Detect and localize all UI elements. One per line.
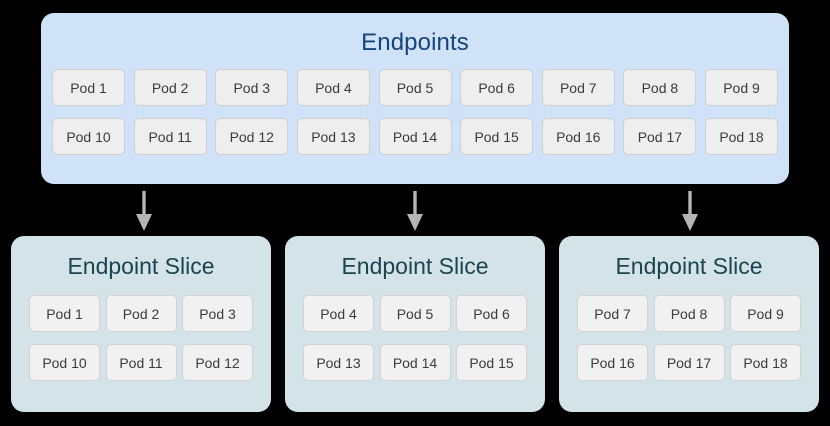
pod-chip[interactable]: Pod 10 [29, 344, 100, 381]
endpoint-slice-title: Endpoint Slice [67, 253, 215, 279]
pod-chip[interactable]: Pod 8 [623, 69, 697, 106]
endpoints-pod-row: Pod 10 Pod 11 Pod 12 Pod 13 Pod 14 Pod 1… [52, 118, 778, 155]
pod-chip[interactable]: Pod 12 [215, 118, 289, 155]
pod-chip[interactable]: Pod 17 [653, 344, 725, 381]
endpoint-slice-panel-1: Endpoint Slice Pod 1 Pod 2 Pod 3 Pod 10 … [11, 236, 271, 412]
endpoint-slices-container: Endpoint Slice Pod 1 Pod 2 Pod 3 Pod 10 … [11, 236, 819, 412]
pod-chip[interactable]: Pod 1 [52, 69, 125, 106]
pod-chip[interactable]: Pod 14 [379, 344, 451, 381]
endpoints-pod-grid: Pod 1 Pod 2 Pod 3 Pod 4 Pod 5 Pod 6 Pod … [41, 69, 789, 155]
pod-chip[interactable]: Pod 8 [653, 295, 725, 332]
pod-chip[interactable]: Pod 3 [182, 295, 253, 332]
pod-chip[interactable]: Pod 5 [379, 295, 451, 332]
endpoints-pod-row: Pod 1 Pod 2 Pod 3 Pod 4 Pod 5 Pod 6 Pod … [52, 69, 778, 106]
endpoint-slice-pod-grid: Pod 4 Pod 5 Pod 6 Pod 13 Pod 14 Pod 15 [303, 295, 527, 381]
arrow-down-icon [136, 191, 152, 231]
arrow-down-icon [407, 191, 423, 231]
pod-chip[interactable]: Pod 11 [105, 344, 177, 381]
pod-chip[interactable]: Pod 1 [29, 295, 100, 332]
endpoint-slice-panel-2: Endpoint Slice Pod 4 Pod 5 Pod 6 Pod 13 … [285, 236, 545, 412]
endpoint-slice-pod-row: Pod 16 Pod 17 Pod 18 [577, 344, 801, 381]
pod-chip[interactable]: Pod 17 [623, 118, 697, 155]
pod-chip[interactable]: Pod 13 [303, 344, 374, 381]
pod-chip[interactable]: Pod 12 [182, 344, 253, 381]
pod-chip[interactable]: Pod 9 [730, 295, 801, 332]
endpoints-title: Endpoints [361, 29, 469, 56]
pod-chip[interactable]: Pod 10 [52, 118, 125, 155]
endpoints-panel: Endpoints Pod 1 Pod 2 Pod 3 Pod 4 Pod 5 … [41, 13, 789, 184]
pod-chip[interactable]: Pod 7 [541, 69, 615, 106]
pod-chip[interactable]: Pod 5 [378, 69, 452, 106]
pod-chip[interactable]: Pod 4 [296, 69, 370, 106]
endpoint-slice-panel-3: Endpoint Slice Pod 7 Pod 8 Pod 9 Pod 16 … [559, 236, 819, 412]
pod-chip[interactable]: Pod 18 [730, 344, 801, 381]
pod-chip[interactable]: Pod 15 [460, 118, 534, 155]
endpoint-slice-pod-row: Pod 10 Pod 11 Pod 12 [29, 344, 253, 381]
endpoint-slice-pod-row: Pod 13 Pod 14 Pod 15 [303, 344, 527, 381]
pod-chip[interactable]: Pod 3 [215, 69, 289, 106]
endpoint-slice-title: Endpoint Slice [341, 253, 489, 279]
pod-chip[interactable]: Pod 16 [541, 118, 615, 155]
pod-chip[interactable]: Pod 13 [296, 118, 370, 155]
pod-chip[interactable]: Pod 16 [577, 344, 648, 381]
pod-chip[interactable]: Pod 18 [705, 118, 778, 155]
pod-chip[interactable]: Pod 9 [705, 69, 778, 106]
endpoint-slice-pod-row: Pod 7 Pod 8 Pod 9 [577, 295, 801, 332]
pod-chip[interactable]: Pod 6 [456, 295, 527, 332]
pod-chip[interactable]: Pod 4 [303, 295, 374, 332]
pod-chip[interactable]: Pod 7 [577, 295, 648, 332]
endpoint-slice-pod-row: Pod 4 Pod 5 Pod 6 [303, 295, 527, 332]
arrow-down-icon [682, 191, 698, 231]
pod-chip[interactable]: Pod 2 [105, 295, 177, 332]
endpoint-slice-pod-row: Pod 1 Pod 2 Pod 3 [29, 295, 253, 332]
pod-chip[interactable]: Pod 6 [460, 69, 534, 106]
pod-chip[interactable]: Pod 11 [133, 118, 207, 155]
pod-chip[interactable]: Pod 2 [133, 69, 207, 106]
pod-chip[interactable]: Pod 14 [378, 118, 452, 155]
endpoint-slice-title: Endpoint Slice [615, 253, 763, 279]
endpoint-slice-pod-grid: Pod 1 Pod 2 Pod 3 Pod 10 Pod 11 Pod 12 [29, 295, 253, 381]
endpoint-slice-pod-grid: Pod 7 Pod 8 Pod 9 Pod 16 Pod 17 Pod 18 [577, 295, 801, 381]
pod-chip[interactable]: Pod 15 [456, 344, 527, 381]
